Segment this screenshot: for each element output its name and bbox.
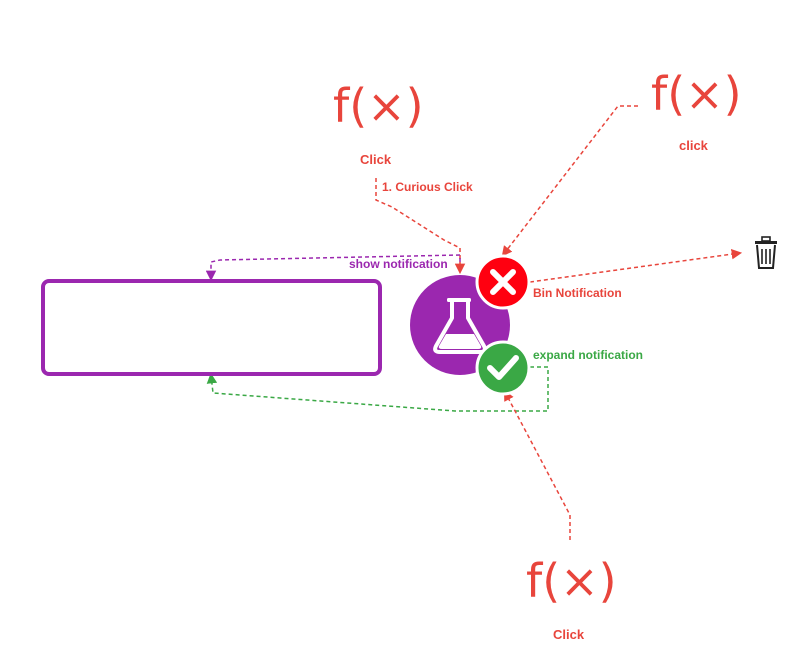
trash-icon [755, 236, 777, 269]
edge-click-to-close [501, 105, 638, 257]
function-node-3: f(×) Click [526, 554, 617, 642]
check-icon [487, 355, 519, 380]
edge-label-expand-notification: expand notification [533, 348, 643, 362]
edge-expand-notification [206, 366, 549, 412]
edge-label-bin-notification: Bin Notification [533, 286, 622, 300]
function-symbol: f(×) [526, 554, 617, 608]
expand-button[interactable] [475, 340, 531, 396]
function-symbol: f(×) [651, 67, 742, 121]
close-icon [490, 269, 516, 295]
edge-label-curious-click: 1. Curious Click [382, 180, 473, 194]
expand-button-circle [475, 340, 531, 396]
close-button[interactable] [475, 254, 531, 310]
edge-label-show-notification: show notification [349, 257, 448, 271]
function-symbol: f(×) [333, 79, 424, 133]
function-label: Click [360, 152, 392, 167]
edge-show-notification [205, 254, 461, 282]
function-node-1: f(×) Click [333, 79, 424, 167]
function-label: click [679, 138, 709, 153]
edge-click-to-expand [504, 390, 571, 540]
edge-curious-click [375, 178, 466, 275]
notification-panel[interactable] [41, 279, 382, 376]
edge-bin-notification [529, 248, 743, 283]
function-label: Click [553, 627, 585, 642]
function-node-2: f(×) click [651, 67, 742, 153]
